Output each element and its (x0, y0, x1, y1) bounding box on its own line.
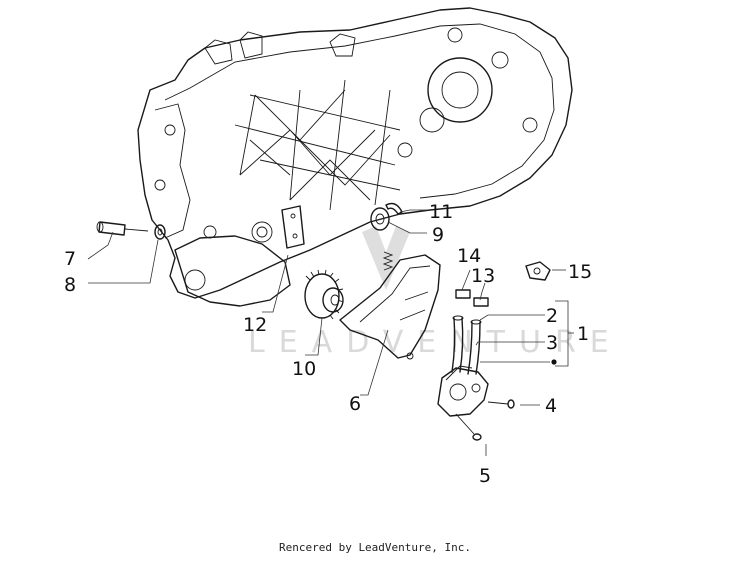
callout-4: 4 (545, 395, 557, 417)
watermark: LEADVENTURE (248, 226, 623, 360)
callout-15: 15 (568, 261, 592, 283)
callout-12: 12 (243, 314, 267, 336)
callout-5: 5 (479, 465, 491, 487)
part-8-washer (154, 224, 166, 240)
callout-14: 14 (457, 245, 481, 267)
part-1-oil-pump (437, 365, 489, 417)
crankcase-housing (137, 7, 573, 307)
callout-6: 6 (349, 393, 361, 415)
part-10-gear (304, 269, 344, 320)
callout-2: 2 (546, 305, 558, 327)
callout-1: 1 (577, 323, 589, 345)
watermark-text: LEADVENTURE (248, 325, 623, 360)
spring (382, 251, 394, 271)
part-14-clip (455, 289, 471, 299)
leadventure-logo-mark (362, 226, 410, 290)
part-5-bolt (455, 413, 482, 441)
callout-7: 7 (64, 248, 76, 270)
callout-13: 13 (471, 265, 495, 287)
part-9-sprocket (370, 207, 390, 231)
part-6-pump-cover (339, 254, 441, 360)
part-2-3-oil-lines (451, 315, 482, 375)
part-4-bolt (487, 399, 515, 409)
part-15-clamp (525, 261, 551, 281)
callout-10: 10 (292, 358, 316, 380)
part-7-screw (96, 221, 149, 236)
part-11-clip (385, 202, 403, 215)
footer-credit: Rencered by LeadVenture, Inc. (278, 541, 472, 554)
callout-11: 11 (429, 201, 453, 223)
callout-9: 9 (432, 224, 444, 246)
callout-8: 8 (64, 274, 76, 296)
part-13-clip (473, 297, 489, 307)
callout-3: 3 (546, 332, 558, 354)
reference-dot (551, 359, 557, 365)
part-12-bracket (281, 205, 305, 249)
callouts: 7 8 12 10 6 11 9 14 13 15 2 1 3 4 5 (64, 201, 592, 487)
leader-lines (87, 209, 574, 456)
